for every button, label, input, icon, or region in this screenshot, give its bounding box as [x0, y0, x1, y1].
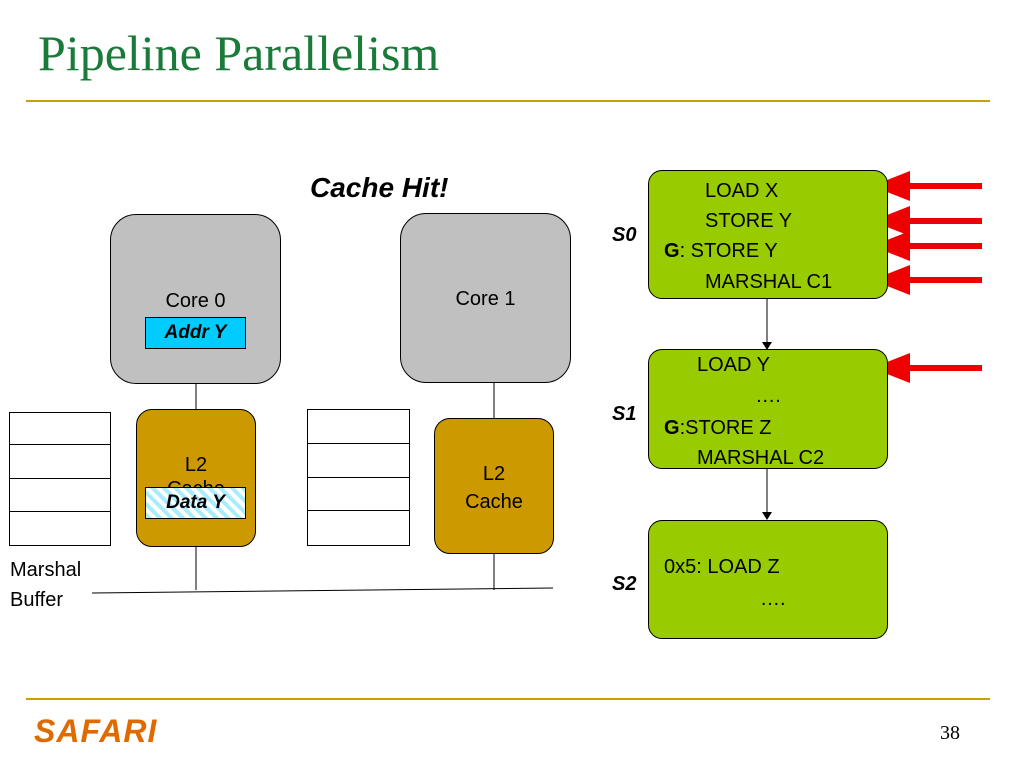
l2-cache-1-box	[434, 418, 554, 554]
s0-line-3-text: : STORE Y	[679, 240, 778, 262]
s0-line-1: LOAD X	[705, 180, 779, 202]
s0-line-2: STORE Y	[705, 210, 793, 232]
buffer-cell	[9, 478, 111, 512]
red-arrow-shaft	[906, 183, 982, 189]
s1-line-3: G:STORE Z	[664, 416, 771, 440]
stage-s1-box	[648, 349, 888, 469]
l2-cache-0-box	[136, 409, 256, 547]
s1-line-3-text: :STORE Z	[679, 417, 772, 439]
top-divider	[26, 100, 990, 102]
marshal-buffer-label: Marshal	[10, 559, 82, 581]
buffer-cell	[9, 444, 111, 479]
red-arrow-shaft	[906, 243, 982, 249]
s1-s2-arrowhead	[762, 512, 772, 520]
red-arrow-head	[872, 231, 910, 261]
s1-line-1: LOAD Y	[697, 354, 770, 376]
s0-line-4: MARSHAL C1	[705, 271, 833, 293]
stage-s1-label: S1	[612, 403, 637, 425]
g-marker: G	[664, 417, 680, 439]
safari-logo: SAFARI	[34, 713, 158, 749]
buffer-cell	[307, 443, 410, 478]
stage-s2-label: S2	[612, 573, 637, 595]
red-arrow-head	[872, 353, 910, 383]
core-0-label: Core 0	[165, 290, 226, 312]
buffer-cell	[307, 477, 410, 511]
bottom-divider	[26, 698, 990, 700]
s2-line-1: 0x5: LOAD Z	[664, 556, 780, 578]
marshal-buffer-label-line2: Buffer	[10, 589, 63, 611]
core-1-label: Core 1	[455, 288, 516, 310]
s2-line-2: ….	[760, 588, 786, 610]
l2-cache-1-label: L2	[482, 463, 506, 485]
core-1-box	[400, 213, 571, 383]
stage-s0-label: S0	[612, 224, 637, 246]
buffer-cell	[9, 511, 111, 546]
red-arrow-head	[872, 265, 910, 295]
s1-line-2: ….	[755, 385, 781, 407]
s0-line-3: G: STORE Y	[664, 239, 778, 263]
red-arrow-shaft	[906, 277, 982, 283]
buffer-cell	[307, 510, 410, 546]
addr-y-tag: Addr Y	[145, 317, 246, 349]
data-y-tag: Data Y	[145, 487, 246, 519]
buffer-cell	[307, 409, 410, 444]
g-marker: G	[664, 240, 680, 262]
s1-line-4: MARSHAL C2	[697, 447, 825, 469]
red-arrow-head	[872, 206, 910, 236]
interconnect-bus	[91, 587, 554, 594]
page-number: 38	[940, 722, 960, 744]
core-0-box	[110, 214, 281, 384]
red-arrow-shaft	[906, 218, 982, 224]
red-arrows	[872, 171, 982, 383]
s0-s1-arrowhead	[762, 342, 772, 350]
cache-hit-label: Cache Hit!	[310, 172, 449, 203]
stage-s2-box	[648, 520, 888, 639]
l2-cache-0-label: L2	[184, 454, 208, 476]
stage-s0-box	[648, 170, 888, 299]
l2-cache-1-label-line2: Cache	[465, 491, 523, 513]
red-arrow-shaft	[906, 365, 982, 371]
buffer-cell	[9, 412, 111, 445]
slide-title: Pipeline Parallelism	[38, 25, 440, 81]
red-arrow-head	[872, 171, 910, 201]
